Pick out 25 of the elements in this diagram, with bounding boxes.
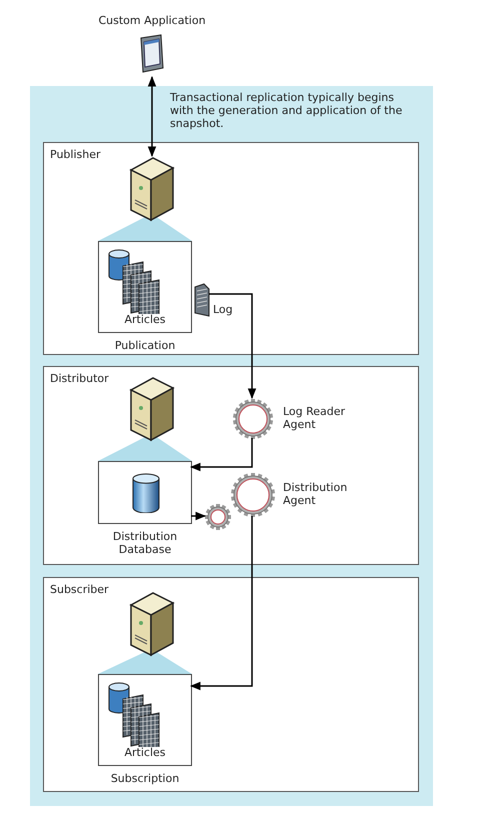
background-band — [30, 86, 433, 806]
node-label: Custom Application — [97, 14, 207, 27]
arrow — [209, 293, 256, 400]
arrow — [190, 516, 253, 690]
box-label: Articles — [123, 746, 167, 759]
arrow — [148, 76, 156, 158]
node-label: Log — [213, 303, 233, 316]
store-box — [98, 241, 192, 333]
section-title: Subscriber — [50, 583, 109, 596]
section-box — [43, 142, 419, 355]
section-box — [43, 366, 419, 565]
store-box — [98, 674, 192, 766]
arrow — [191, 512, 206, 520]
database-box — [98, 461, 192, 524]
box-caption: Distribution Database — [112, 530, 178, 556]
agent-label: Distribution Agent — [283, 481, 348, 507]
box-label: Articles — [123, 313, 167, 326]
section-title: Publisher — [50, 148, 100, 161]
box-caption: Subscription — [110, 772, 180, 785]
section-box — [43, 577, 419, 792]
section-title: Distributor — [50, 372, 109, 385]
box-caption: Publication — [114, 339, 176, 352]
arrow — [190, 438, 253, 472]
note-text: Transactional replication typically begins with the generation and application of the snapshot. — [170, 91, 404, 130]
agent-label: Log Reader Agent — [283, 405, 346, 431]
